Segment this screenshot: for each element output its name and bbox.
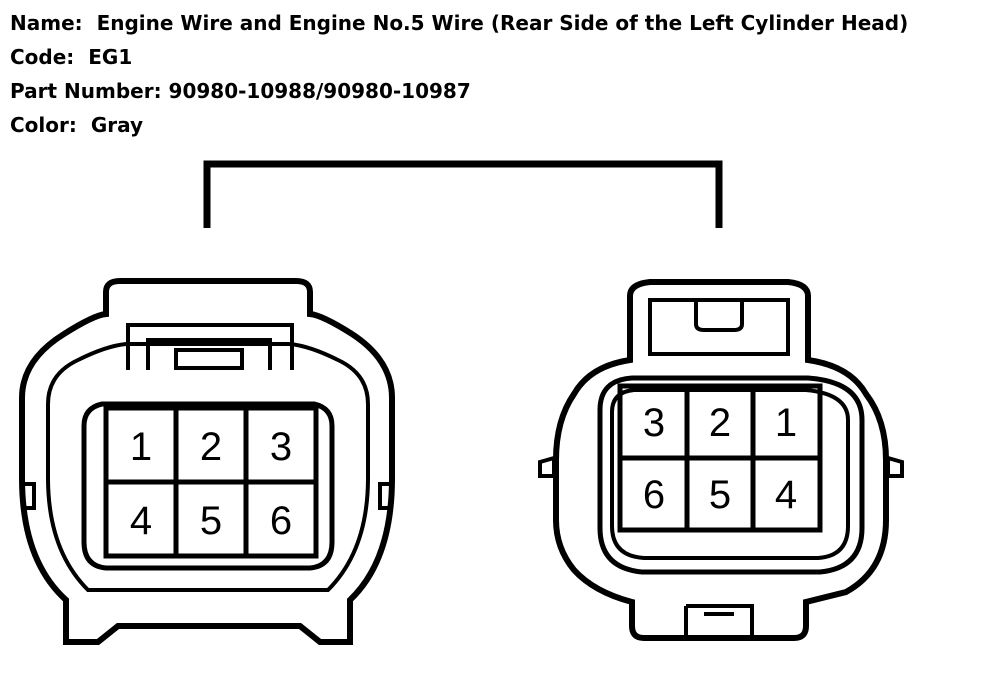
left-pin-1: 1 xyxy=(130,425,152,469)
left-pin-5: 5 xyxy=(200,499,222,543)
color-label: Color: xyxy=(10,113,77,137)
connector-left xyxy=(19,278,395,645)
name-value: Engine Wire and Engine No.5 Wire (Rear S… xyxy=(96,11,909,35)
right-latch-notch xyxy=(694,300,744,332)
right-pin-2: 2 xyxy=(709,401,731,445)
left-latch-outer xyxy=(126,323,294,370)
mating-bracket xyxy=(203,160,723,228)
left-pin-4: 4 xyxy=(130,499,152,543)
right-bottom-latch xyxy=(684,604,754,636)
part-number-value: 90980-10988/90980-10987 xyxy=(168,79,471,103)
left-housing-inner xyxy=(46,342,370,592)
left-pin-2: 2 xyxy=(200,425,222,469)
right-pin-1: 1 xyxy=(775,401,797,445)
color-value: Gray xyxy=(90,113,144,137)
name-label: Name: xyxy=(10,11,83,35)
right-pin-labels: 3 2 1 6 5 4 xyxy=(643,401,797,517)
left-latch-tab xyxy=(174,348,244,370)
left-pin-frame xyxy=(81,401,335,571)
right-pin-frame xyxy=(610,388,850,560)
right-pin-3: 3 xyxy=(643,401,665,445)
left-pin-6: 6 xyxy=(270,499,292,543)
right-pin-5: 5 xyxy=(709,473,731,517)
part-number-row: Part Number: 90980-10988/90980-10987 xyxy=(10,74,908,108)
right-housing-outer xyxy=(553,279,889,641)
name-row: Name: Engine Wire and Engine No.5 Wire (… xyxy=(10,6,908,40)
left-pin-3: 3 xyxy=(270,425,292,469)
left-pin-labels: 1 2 3 4 5 6 xyxy=(130,425,292,543)
part-number-label: Part Number: xyxy=(10,79,162,103)
code-row: Code: EG1 xyxy=(10,40,908,74)
left-housing-outer xyxy=(19,278,395,645)
right-housing-inner xyxy=(597,375,865,575)
code-label: Code: xyxy=(10,45,75,69)
right-pin-6: 6 xyxy=(643,473,665,517)
left-side-tab-left xyxy=(22,482,36,510)
connector-info: Name: Engine Wire and Engine No.5 Wire (… xyxy=(10,6,908,142)
right-latch xyxy=(648,298,790,356)
right-pin-4: 4 xyxy=(775,473,797,517)
right-side-tab-right xyxy=(886,455,904,478)
left-latch-inner xyxy=(146,338,272,370)
color-row: Color: Gray xyxy=(10,108,908,142)
left-side-tab-right xyxy=(378,482,392,510)
right-side-tab-left xyxy=(538,455,556,478)
code-value: EG1 xyxy=(88,45,133,69)
connector-right xyxy=(538,279,904,641)
